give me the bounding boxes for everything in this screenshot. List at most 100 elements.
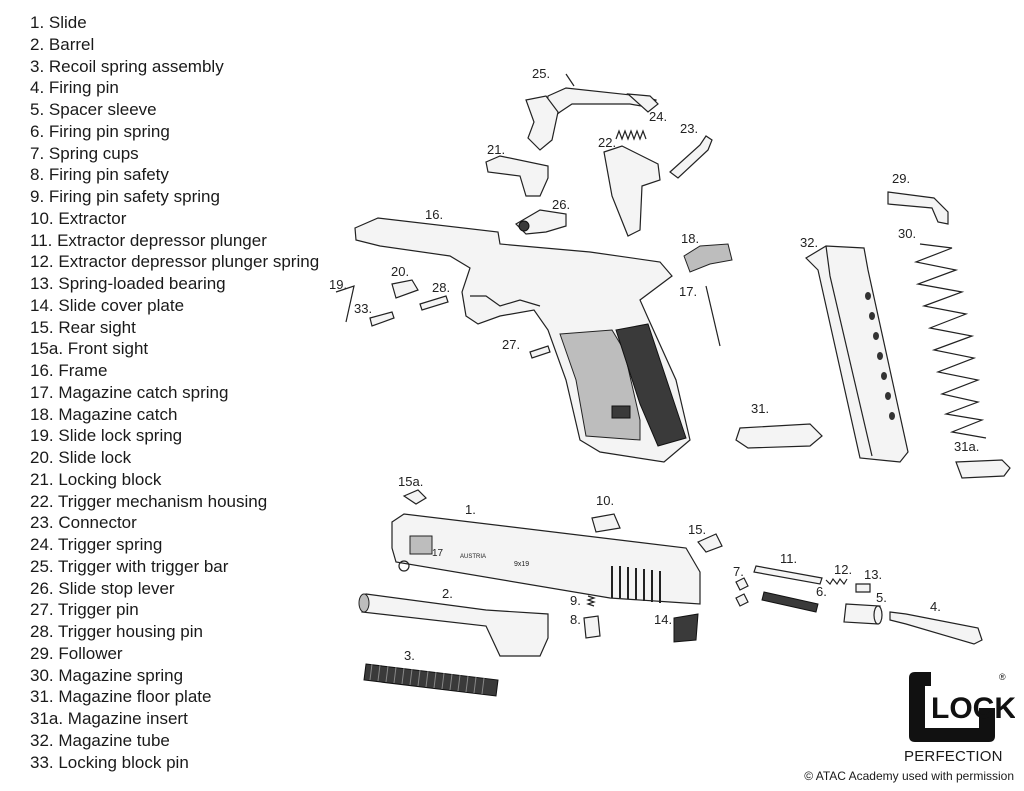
callout-25: 25. [532,66,550,81]
slide-model-marking: 17 [432,548,444,559]
callout-18: 18. [681,231,699,246]
callout-23: 23. [680,121,698,136]
callout-33: 33. [354,301,372,316]
part-extractor-depressor-plunger-spring [825,577,848,586]
callout-22: 22. [598,135,616,150]
legend-item: 31. Magazine floor plate [30,687,212,707]
slide-caliber-marking: 9x19 [514,561,529,568]
part-magazine-catch-spring [705,285,721,347]
callout-6: 6. [816,584,827,599]
callout-8: 8. [570,612,581,627]
part-recoil-spring-assembly [363,663,499,697]
part-spring-cups [735,577,749,607]
part-magazine-insert [955,459,1011,479]
legend-item: 14. Slide cover plate [30,295,185,315]
part-slide-lock-spring [335,285,355,323]
callout-15a: 15a. [398,474,423,489]
part-locking-block [485,155,549,197]
part-barrel [358,593,549,657]
part-firing-pin-spring [761,591,819,613]
legend-item: 31a. Magazine insert [30,709,188,728]
callout-20: 20. [391,264,409,279]
part-extractor [591,513,621,533]
legend-item: 7. Spring cups [30,143,139,163]
part-magazine-catch [683,243,733,273]
legend-item: 23. Connector [30,513,137,533]
callout-4: 4. [930,599,941,614]
callout-32: 32. [800,235,818,250]
legend-item: 25. Trigger with trigger bar [30,556,229,576]
part-trigger-pin [529,345,551,359]
legend-item: 10. Extractor [30,208,127,228]
callout-16: 16. [425,207,443,222]
legend-item: 17. Magazine catch spring [30,382,229,402]
callout-10: 10. [596,493,614,508]
legend-item: 2. Barrel [30,34,95,54]
legend-item: 1. Slide [30,13,87,32]
callout-7: 7. [733,564,744,579]
part-trigger-housing-pin [419,295,449,311]
legend-item: 3. Recoil spring assembly [30,56,224,76]
part-trigger-with-trigger-bar [525,73,659,151]
callout-12: 12. [834,562,852,577]
callout-27: 27. [502,337,520,352]
part-firing-pin [889,611,983,645]
callout-2: 2. [442,586,453,601]
part-rear-sight [697,533,723,553]
part-locking-block-pin [369,311,395,327]
legend-item: 20. Slide lock [30,448,132,467]
legend-item: 22. Trigger mechanism housing [30,491,268,511]
callout-14: 14. [654,612,672,627]
legend-item: 5. Spacer sleeve [30,100,157,119]
callout-5: 5. [876,590,887,605]
callout-17: 17. [679,284,697,299]
legend-item: 11. Extractor depressor plunger [30,230,267,250]
legend-item: 6. Firing pin spring [30,121,170,141]
part-firing-pin-safety-spring [586,595,596,607]
trademark-symbol: ® [999,672,1006,682]
part-connector [669,135,713,179]
part-slide-stop-lever [515,209,567,235]
part-trigger-spring [615,129,647,141]
part-front-sight [402,489,427,505]
callout-24: 24. [649,109,667,124]
legend-item: 8. Firing pin safety [30,165,169,185]
callout-28: 28. [432,280,450,295]
part-slide-lock [391,279,419,299]
svg-text:LOCK: LOCK [931,692,1015,725]
legend-item: 27. Trigger pin [30,600,139,620]
callout-26: 26. [552,197,570,212]
callout-15: 15. [688,522,706,537]
legend-item: 16. Frame [30,361,108,380]
part-magazine-spring [913,243,987,439]
legend-item: 18. Magazine catch [30,404,178,424]
callout-30: 30. [898,226,916,241]
part-magazine-tube [805,245,909,463]
glock-logo: LOCK ® [909,672,1015,742]
part-firing-pin-safety [583,615,601,639]
callout-21: 21. [487,142,505,157]
callout-1: 1. [465,502,476,517]
legend-item: 33. Locking block pin [30,752,189,772]
callout-31a: 31a. [954,439,979,454]
part-magazine-floor-plate [735,423,823,449]
legend-item: 4. Firing pin [30,78,119,98]
callout-13: 13. [864,567,882,582]
legend-item: 15a. Front sight [30,339,149,359]
callout-31: 31. [751,401,769,416]
legend-item: 26. Slide stop lever [30,578,175,598]
brand-tagline: PERFECTION [904,748,1003,765]
legend-item: 29. Follower [30,643,123,663]
part-slide-cover-plate [673,613,699,643]
part-follower [887,191,949,225]
slide-origin-marking: AUSTRIA [460,554,486,560]
legend-item: 28. Trigger housing pin [30,622,203,641]
legend-item: 24. Trigger spring [30,535,163,554]
callout-11: 11. [780,551,797,566]
legend-item: 13. Spring-loaded bearing [30,274,226,293]
callout-19: 19. [329,277,347,292]
part-trigger-mechanism-housing [603,145,661,237]
legend-item: 12. Extractor depressor plunger spring [30,252,320,272]
